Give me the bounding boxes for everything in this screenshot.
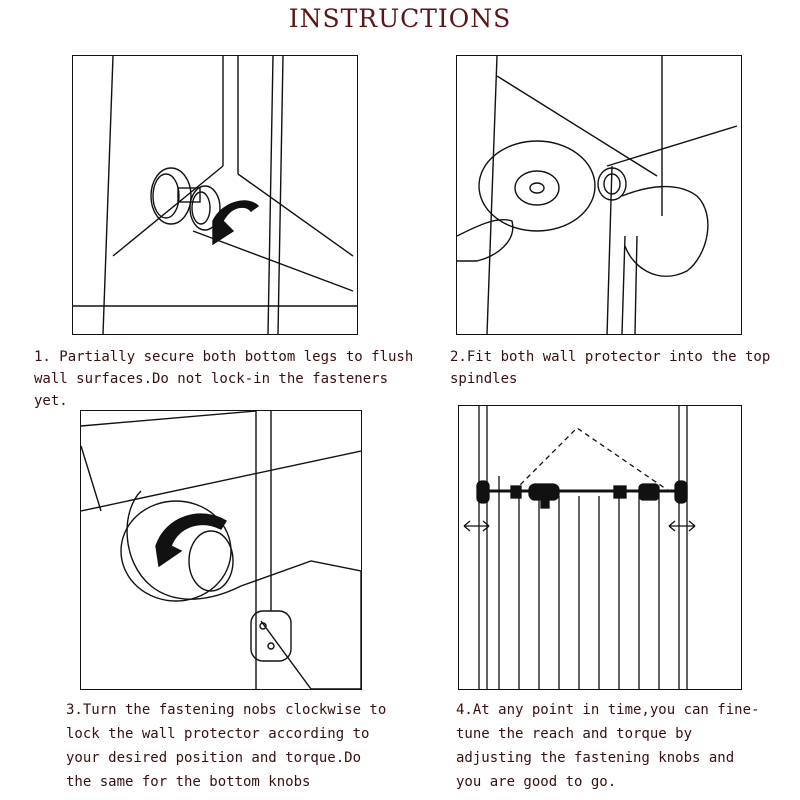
step-2-caption: 2.Fit both wall protector into the top s…	[450, 349, 771, 387]
page-title: INSTRUCTIONS	[288, 4, 512, 33]
double-arrow-icon	[463, 520, 490, 532]
clockwise-arrow-icon	[212, 200, 260, 246]
clockwise-arrow-icon	[155, 513, 227, 568]
step-1-illustration	[72, 55, 358, 335]
step-3-illustration	[80, 410, 362, 690]
step-4-caption: 4.At any point in time,you can fine- tun…	[456, 702, 760, 790]
double-arrow-icon	[668, 520, 696, 532]
step-3-caption: 3.Turn the fastening nobs clockwise to l…	[66, 702, 387, 790]
step-1-caption: 1. Partially secure both bottom legs to …	[34, 349, 414, 409]
step-2-illustration	[456, 55, 742, 335]
step-4-illustration	[458, 405, 742, 690]
